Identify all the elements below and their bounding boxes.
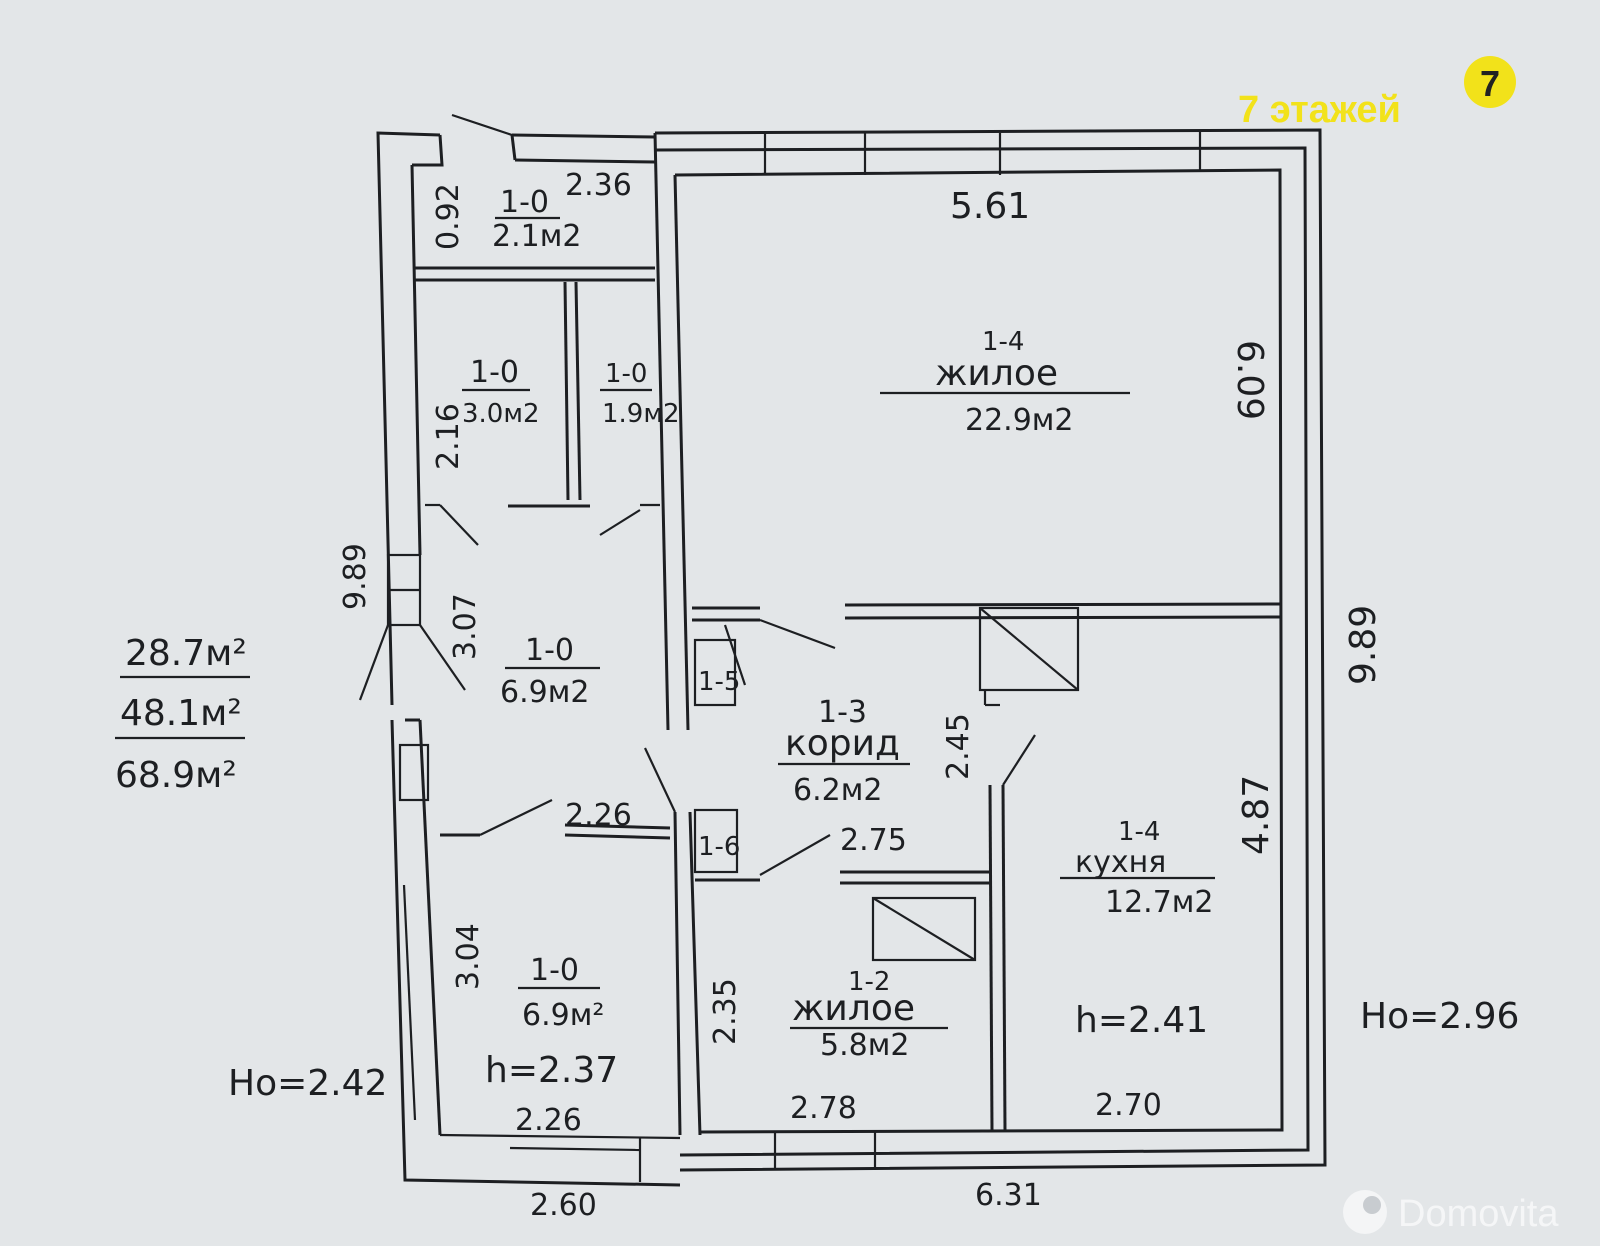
room-code: 1-0 <box>500 185 549 220</box>
room-code: 1-0 <box>470 355 519 390</box>
dim-236: 2.36 <box>565 168 632 203</box>
ceiling-heights: Hо=2.42 Hо=2.96 <box>228 996 1519 1104</box>
dim-487: 4.87 <box>1236 775 1277 855</box>
room-code: 1-0 <box>530 953 579 988</box>
dim-226-bottom: 2.26 <box>515 1103 582 1138</box>
outer-walls <box>653 128 1327 1172</box>
dim-245: 2.45 <box>941 713 976 780</box>
room-kitchen: 1-4 кухня 12.7м2 h=2.41 <box>1060 817 1215 1041</box>
room-area: 12.7м2 <box>1105 885 1214 920</box>
dim-226-mid: 2.26 <box>565 798 632 833</box>
dimensions: 2.36 0.92 5.61 6.09 2.16 3.07 9.89 9.89 … <box>338 168 1384 1223</box>
room-code: 1-0 <box>525 633 574 668</box>
dim-235: 2.35 <box>708 978 743 1045</box>
room-lower-left: 1-0 6.9м² h=2.37 <box>485 953 618 1091</box>
area-summary-line3: 68.9м² <box>115 755 237 796</box>
dim-304: 3.04 <box>451 923 486 990</box>
domovita-logo-icon <box>1343 1190 1387 1234</box>
dim-275: 2.75 <box>840 823 907 858</box>
area-summary-line2: 48.1м² <box>120 693 242 734</box>
seven-floors-logo-icon: 7 <box>1464 56 1516 108</box>
room-area: 6.9м2 <box>500 675 589 710</box>
room-name: корид <box>785 723 900 764</box>
room-vestibule: 1-0 2.1м2 <box>492 185 581 254</box>
dim-278: 2.78 <box>790 1091 857 1126</box>
left-annex-top <box>358 113 660 706</box>
room-code: 1-2 <box>848 967 890 997</box>
areas-summary: 28.7м² 48.1м² 68.9м² <box>115 633 250 796</box>
room-name: жилое <box>792 988 915 1029</box>
brand-7-floors: 7 этажей 7 <box>1238 56 1516 131</box>
room-name: кухня <box>1075 845 1166 880</box>
dim-609: 6.09 <box>1229 340 1270 420</box>
room-area: 22.9м2 <box>965 403 1074 438</box>
room-area: 6.2м2 <box>793 773 882 808</box>
left-annex-bottom <box>390 718 702 1187</box>
room-area: 1.9м2 <box>602 399 680 429</box>
domovita-watermark: Domovita <box>1343 1190 1559 1235</box>
brand-floors-text: 7 этажей <box>1238 89 1401 131</box>
room-area: 6.9м² <box>522 998 604 1033</box>
dim-092: 0.92 <box>431 183 466 250</box>
area-summary-line1: 28.7м² <box>125 633 247 674</box>
dim-561: 5.61 <box>950 186 1030 227</box>
height-right: Hо=2.96 <box>1360 996 1519 1037</box>
interior-partitions <box>692 602 1281 1131</box>
room-code: 1-0 <box>605 359 647 389</box>
height-left: Hо=2.42 <box>228 1063 387 1104</box>
dim-270: 2.70 <box>1095 1088 1162 1123</box>
room-living-big: 1-4 жилое 22.9м2 <box>880 327 1130 438</box>
domovita-text: Domovita <box>1398 1193 1559 1235</box>
room-corridor: 1-3 корид 6.2м2 <box>778 695 910 808</box>
dim-307: 3.07 <box>448 593 483 660</box>
room-area: 2.1м2 <box>492 219 581 254</box>
room-name: жилое <box>935 353 1058 394</box>
room-hall-left: 1-0 6.9м2 <box>500 633 600 710</box>
toilet-upper-code: 1-5 <box>698 667 740 697</box>
dim-989-right: 9.89 <box>1343 605 1384 685</box>
dim-260: 2.60 <box>530 1188 597 1223</box>
room-area: 3.0м2 <box>462 399 540 429</box>
room-code: 1-4 <box>1118 817 1160 847</box>
toilet-lower-code: 1-6 <box>698 832 740 862</box>
room-area: 5.8м2 <box>820 1028 909 1063</box>
room-living-small: 1-2 жилое 5.8м2 <box>790 967 948 1063</box>
room-storage-left: 1-0 3.0м2 <box>462 355 540 429</box>
seven-floors-logo-glyph: 7 <box>1480 63 1500 104</box>
room-height: h=2.37 <box>485 1050 618 1091</box>
room-code: 1-3 <box>818 695 867 730</box>
room-height: h=2.41 <box>1075 1000 1208 1041</box>
room-toilets: 1-5 1-6 <box>698 667 740 862</box>
room-storage-right: 1-0 1.9м2 <box>600 359 680 429</box>
dim-989-left: 9.89 <box>338 543 373 610</box>
dim-631: 6.31 <box>975 1178 1042 1213</box>
room-code: 1-4 <box>982 327 1024 357</box>
dim-216: 2.16 <box>431 403 466 470</box>
